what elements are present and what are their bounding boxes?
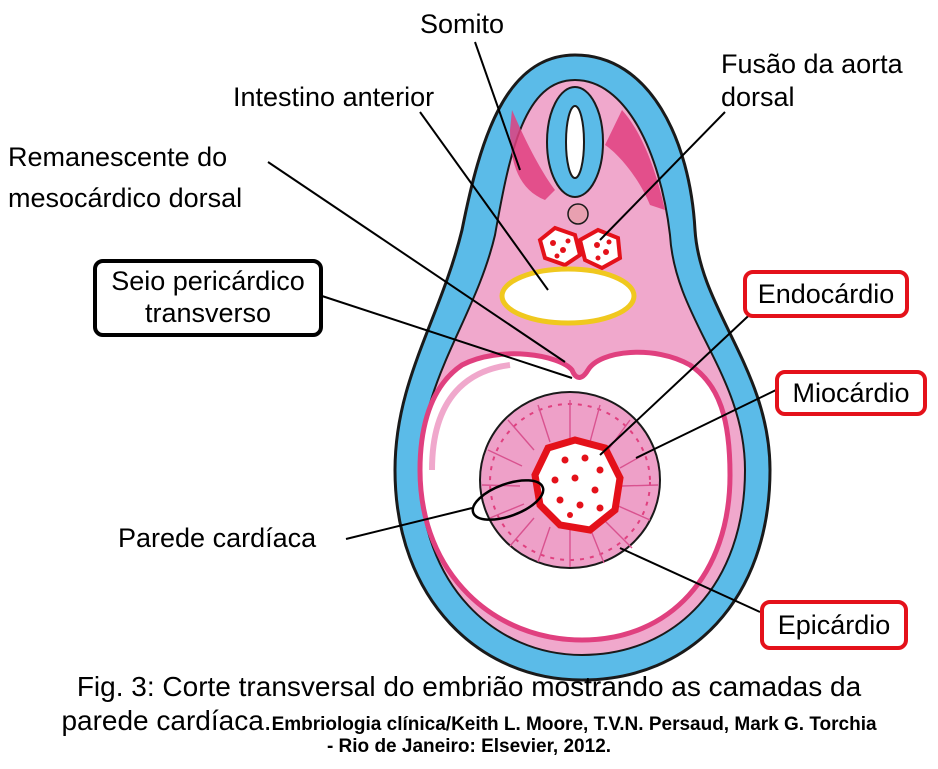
label-endocardio-box: Endocárdio bbox=[743, 270, 909, 318]
caption-line1: Fig. 3: Corte transversal do embrião mos… bbox=[76, 671, 862, 702]
label-epicardio-box: Epicárdio bbox=[760, 600, 908, 650]
label-miocardio-box: Miocárdio bbox=[775, 370, 927, 416]
endocardium bbox=[531, 436, 624, 534]
foregut bbox=[499, 266, 637, 326]
somite-left bbox=[510, 110, 555, 200]
label-seio-line1: Seio pericárdico bbox=[111, 266, 305, 296]
figure-caption: Fig. 3: Corte transversal do embrião mos… bbox=[0, 670, 938, 738]
label-seio-pericardico-box: Seio pericárdico transverso bbox=[93, 259, 323, 337]
heart-wall-highlight bbox=[471, 479, 545, 521]
caption-line2: parede cardíaca.Embriologia clínica/Keit… bbox=[0, 704, 938, 738]
leader-lines bbox=[267, 41, 777, 613]
label-fusao-aorta-line2: dorsal bbox=[721, 82, 795, 112]
label-seio-line2: transverso bbox=[144, 298, 272, 328]
label-parede-cardiaca: Parede cardíaca bbox=[118, 523, 317, 553]
label-fusao-aorta-line1: Fusão da aorta bbox=[721, 49, 903, 79]
label-endocardio: Endocárdio bbox=[757, 279, 895, 309]
caption-reference-line2: - Rio de Janeiro: Elsevier, 2012. bbox=[326, 736, 612, 757]
somatopleure bbox=[429, 362, 511, 471]
myocardium-striations bbox=[481, 400, 659, 567]
label-remanescente-line1: Remanescente do bbox=[8, 142, 228, 172]
label-miocardio: Miocárdio bbox=[792, 378, 910, 408]
caption-line2-main: parede cardíaca. bbox=[61, 705, 272, 736]
label-intestino-anterior: Intestino anterior bbox=[233, 82, 435, 112]
dorsal-aortae bbox=[537, 225, 623, 271]
notochord bbox=[567, 203, 589, 225]
label-remanescente-line2: mesocárdico dorsal bbox=[8, 183, 243, 213]
neural-canal bbox=[565, 105, 585, 179]
label-somito: Somito bbox=[420, 9, 505, 39]
label-epicardio: Epicárdio bbox=[777, 610, 891, 640]
endocardium-cells bbox=[551, 454, 604, 518]
somite-right bbox=[605, 110, 665, 210]
caption-reference: Embriologia clínica/Keith L. Moore, T.V.… bbox=[271, 714, 877, 735]
